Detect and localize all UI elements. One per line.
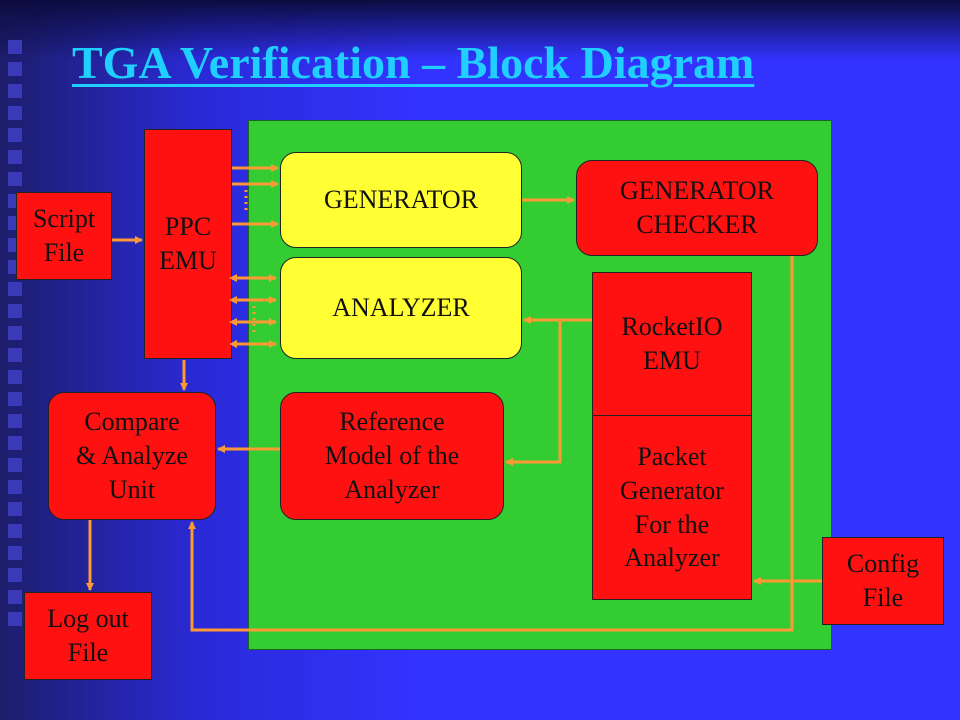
log-out-file-block: Log out File [24,592,152,680]
generator-checker-block: GENERATOR CHECKER [576,160,818,256]
generator-checker-label: GENERATOR CHECKER [619,176,775,239]
rocketio-emu-label: RocketIO EMU [621,312,723,375]
generator-block: GENERATOR [280,152,522,248]
header-band [0,0,960,60]
compare-analyze-unit-block: Compare & Analyze Unit [48,392,216,520]
generator-label: GENERATOR [323,185,479,215]
ppc-emu-label: PPC EMU [159,212,217,275]
script-file-label: Script File [32,204,96,267]
analyzer-block: ANALYZER [280,257,522,359]
packet-generator-block: Packet Generator For the Analyzer [592,415,752,600]
wire-checker-to-compare [188,256,794,632]
decorative-square-column [0,0,40,720]
analyzer-label: ANALYZER [332,293,470,323]
reference-model-label: Reference Model of the Analyzer [324,407,460,504]
wire-rocketio-to-reference [505,320,562,466]
reference-model-block: Reference Model of the Analyzer [280,392,504,520]
ppc-emu-block: PPC EMU [144,129,232,359]
config-file-block: Config File [822,537,944,625]
script-file-block: Script File [16,192,112,280]
rocketio-emu-block: RocketIO EMU [592,272,752,416]
compare-analyze-unit-label: Compare & Analyze Unit [76,407,188,504]
packet-generator-label: Packet Generator For the Analyzer [620,441,724,573]
page-title: TGA Verification – Block Diagram [72,37,755,88]
log-out-file-label: Log out File [47,604,129,667]
config-file-label: Config File [846,549,920,612]
